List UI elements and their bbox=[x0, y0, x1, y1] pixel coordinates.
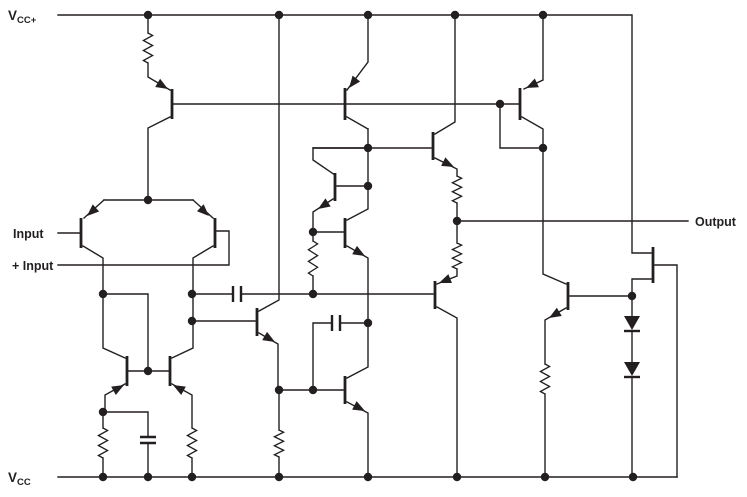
wire-layer bbox=[57, 14, 689, 478]
junction-dot bbox=[495, 99, 505, 109]
emitter-arrow-qf bbox=[439, 274, 452, 283]
junction-dot bbox=[538, 143, 548, 153]
ql-collector bbox=[147, 116, 171, 201]
emitter-arrow-qm2 bbox=[173, 385, 186, 395]
c3-wire bbox=[102, 411, 149, 478]
qr-collector bbox=[521, 116, 544, 149]
emitter-arrow-qd bbox=[352, 401, 365, 411]
output-label: Output bbox=[695, 215, 737, 229]
c2-wire bbox=[312, 322, 369, 391]
emitter-arrow-qa bbox=[318, 198, 331, 209]
junction-dot bbox=[452, 472, 462, 482]
emitter-arrow-q2 bbox=[196, 204, 209, 216]
resistor-re bbox=[539, 363, 551, 395]
junction-dot bbox=[143, 366, 153, 376]
qd-collector bbox=[346, 322, 369, 379]
qf-collector bbox=[436, 306, 458, 478]
q1-collector bbox=[82, 245, 104, 295]
junction-dot bbox=[308, 385, 318, 395]
fet-gate-wire bbox=[654, 264, 678, 478]
emitter-arrow-qr bbox=[526, 78, 539, 88]
junction-dot bbox=[308, 227, 318, 237]
diode-stack bbox=[624, 316, 640, 379]
junction-dot bbox=[363, 318, 373, 328]
junction-dot bbox=[363, 181, 373, 191]
resistor-rm2 bbox=[186, 427, 198, 459]
qm2-emitter bbox=[171, 383, 193, 478]
diode-d2 bbox=[624, 362, 640, 376]
diode-d1 bbox=[624, 316, 640, 330]
emitter-arrow-qg bbox=[441, 157, 454, 167]
junction-dot bbox=[627, 291, 637, 301]
capacitor-c3 bbox=[140, 435, 156, 445]
junction-dot bbox=[363, 10, 373, 20]
qd-emitter bbox=[346, 401, 369, 478]
input-inverting-label: Input bbox=[13, 227, 44, 241]
q2-base-wire bbox=[57, 230, 230, 266]
junction-dot bbox=[143, 472, 153, 482]
junction-dot bbox=[274, 385, 284, 395]
emitter-arrow-q5 bbox=[349, 75, 361, 88]
capacitor-c1 bbox=[231, 286, 243, 302]
resistor-r2 bbox=[450, 242, 464, 270]
resistor-rd bbox=[272, 429, 286, 458]
input-noninverting-label: + Input bbox=[12, 259, 54, 273]
junction-dot bbox=[538, 10, 548, 20]
qc-emitter bbox=[258, 332, 279, 391]
junction-dot bbox=[98, 407, 108, 417]
emitter-arrow-qb bbox=[352, 245, 365, 256]
junction-dot bbox=[452, 216, 462, 226]
transistor-bars bbox=[79, 88, 655, 404]
mirror-link bbox=[102, 293, 149, 372]
qb-emitter bbox=[346, 245, 369, 324]
junction-dot bbox=[274, 472, 284, 482]
emitter-arrow-qe bbox=[549, 307, 562, 318]
junction-dot bbox=[187, 472, 197, 482]
junction-dot bbox=[363, 143, 373, 153]
junction-dot bbox=[308, 289, 318, 299]
qm1-collector bbox=[102, 293, 126, 359]
qa-collector bbox=[312, 147, 369, 176]
qr-emitter bbox=[523, 14, 544, 90]
qb-collector bbox=[346, 128, 369, 221]
emitter-arrow-qc bbox=[262, 331, 275, 342]
q5-collector bbox=[346, 116, 369, 130]
resistor-top-wire bbox=[147, 14, 171, 91]
junction-dot bbox=[450, 10, 460, 20]
qc-collector bbox=[258, 14, 280, 312]
resistor-rm1 bbox=[97, 427, 109, 459]
junction-dot bbox=[187, 289, 197, 299]
q5-emitter bbox=[346, 14, 369, 91]
qr-diode-link bbox=[499, 103, 544, 149]
junction-dot bbox=[143, 195, 153, 205]
junction-dot bbox=[98, 472, 108, 482]
qe-collector bbox=[542, 147, 567, 285]
capacitor-c2 bbox=[330, 315, 342, 331]
junction-dot bbox=[363, 472, 373, 482]
r1-r2-chain bbox=[436, 202, 458, 285]
emitter-arrow-q1 bbox=[87, 204, 100, 216]
junction-dot bbox=[540, 472, 550, 482]
qg-emitter bbox=[434, 157, 458, 177]
vcc-minus-label: VCC bbox=[8, 470, 31, 488]
junction-dot bbox=[98, 289, 108, 299]
resistor-top bbox=[142, 32, 154, 64]
junction-dot bbox=[628, 472, 638, 482]
emitter-arrow-qm1 bbox=[111, 385, 124, 395]
junction-dot bbox=[274, 10, 284, 20]
q2-collector bbox=[171, 245, 214, 359]
vcc-plus-rail bbox=[57, 14, 652, 254]
capacitors bbox=[140, 286, 342, 445]
qg-collector bbox=[434, 14, 456, 135]
vcc-plus-label: VCC+ bbox=[8, 8, 37, 26]
junction-dot bbox=[143, 10, 153, 20]
resistor-r1 bbox=[450, 175, 464, 204]
junction-dot bbox=[187, 316, 197, 326]
generated-primitives bbox=[87, 10, 638, 482]
qe-emitter bbox=[544, 307, 567, 478]
emitter-arrow-ql bbox=[155, 78, 168, 89]
resistor-ra bbox=[307, 240, 319, 277]
